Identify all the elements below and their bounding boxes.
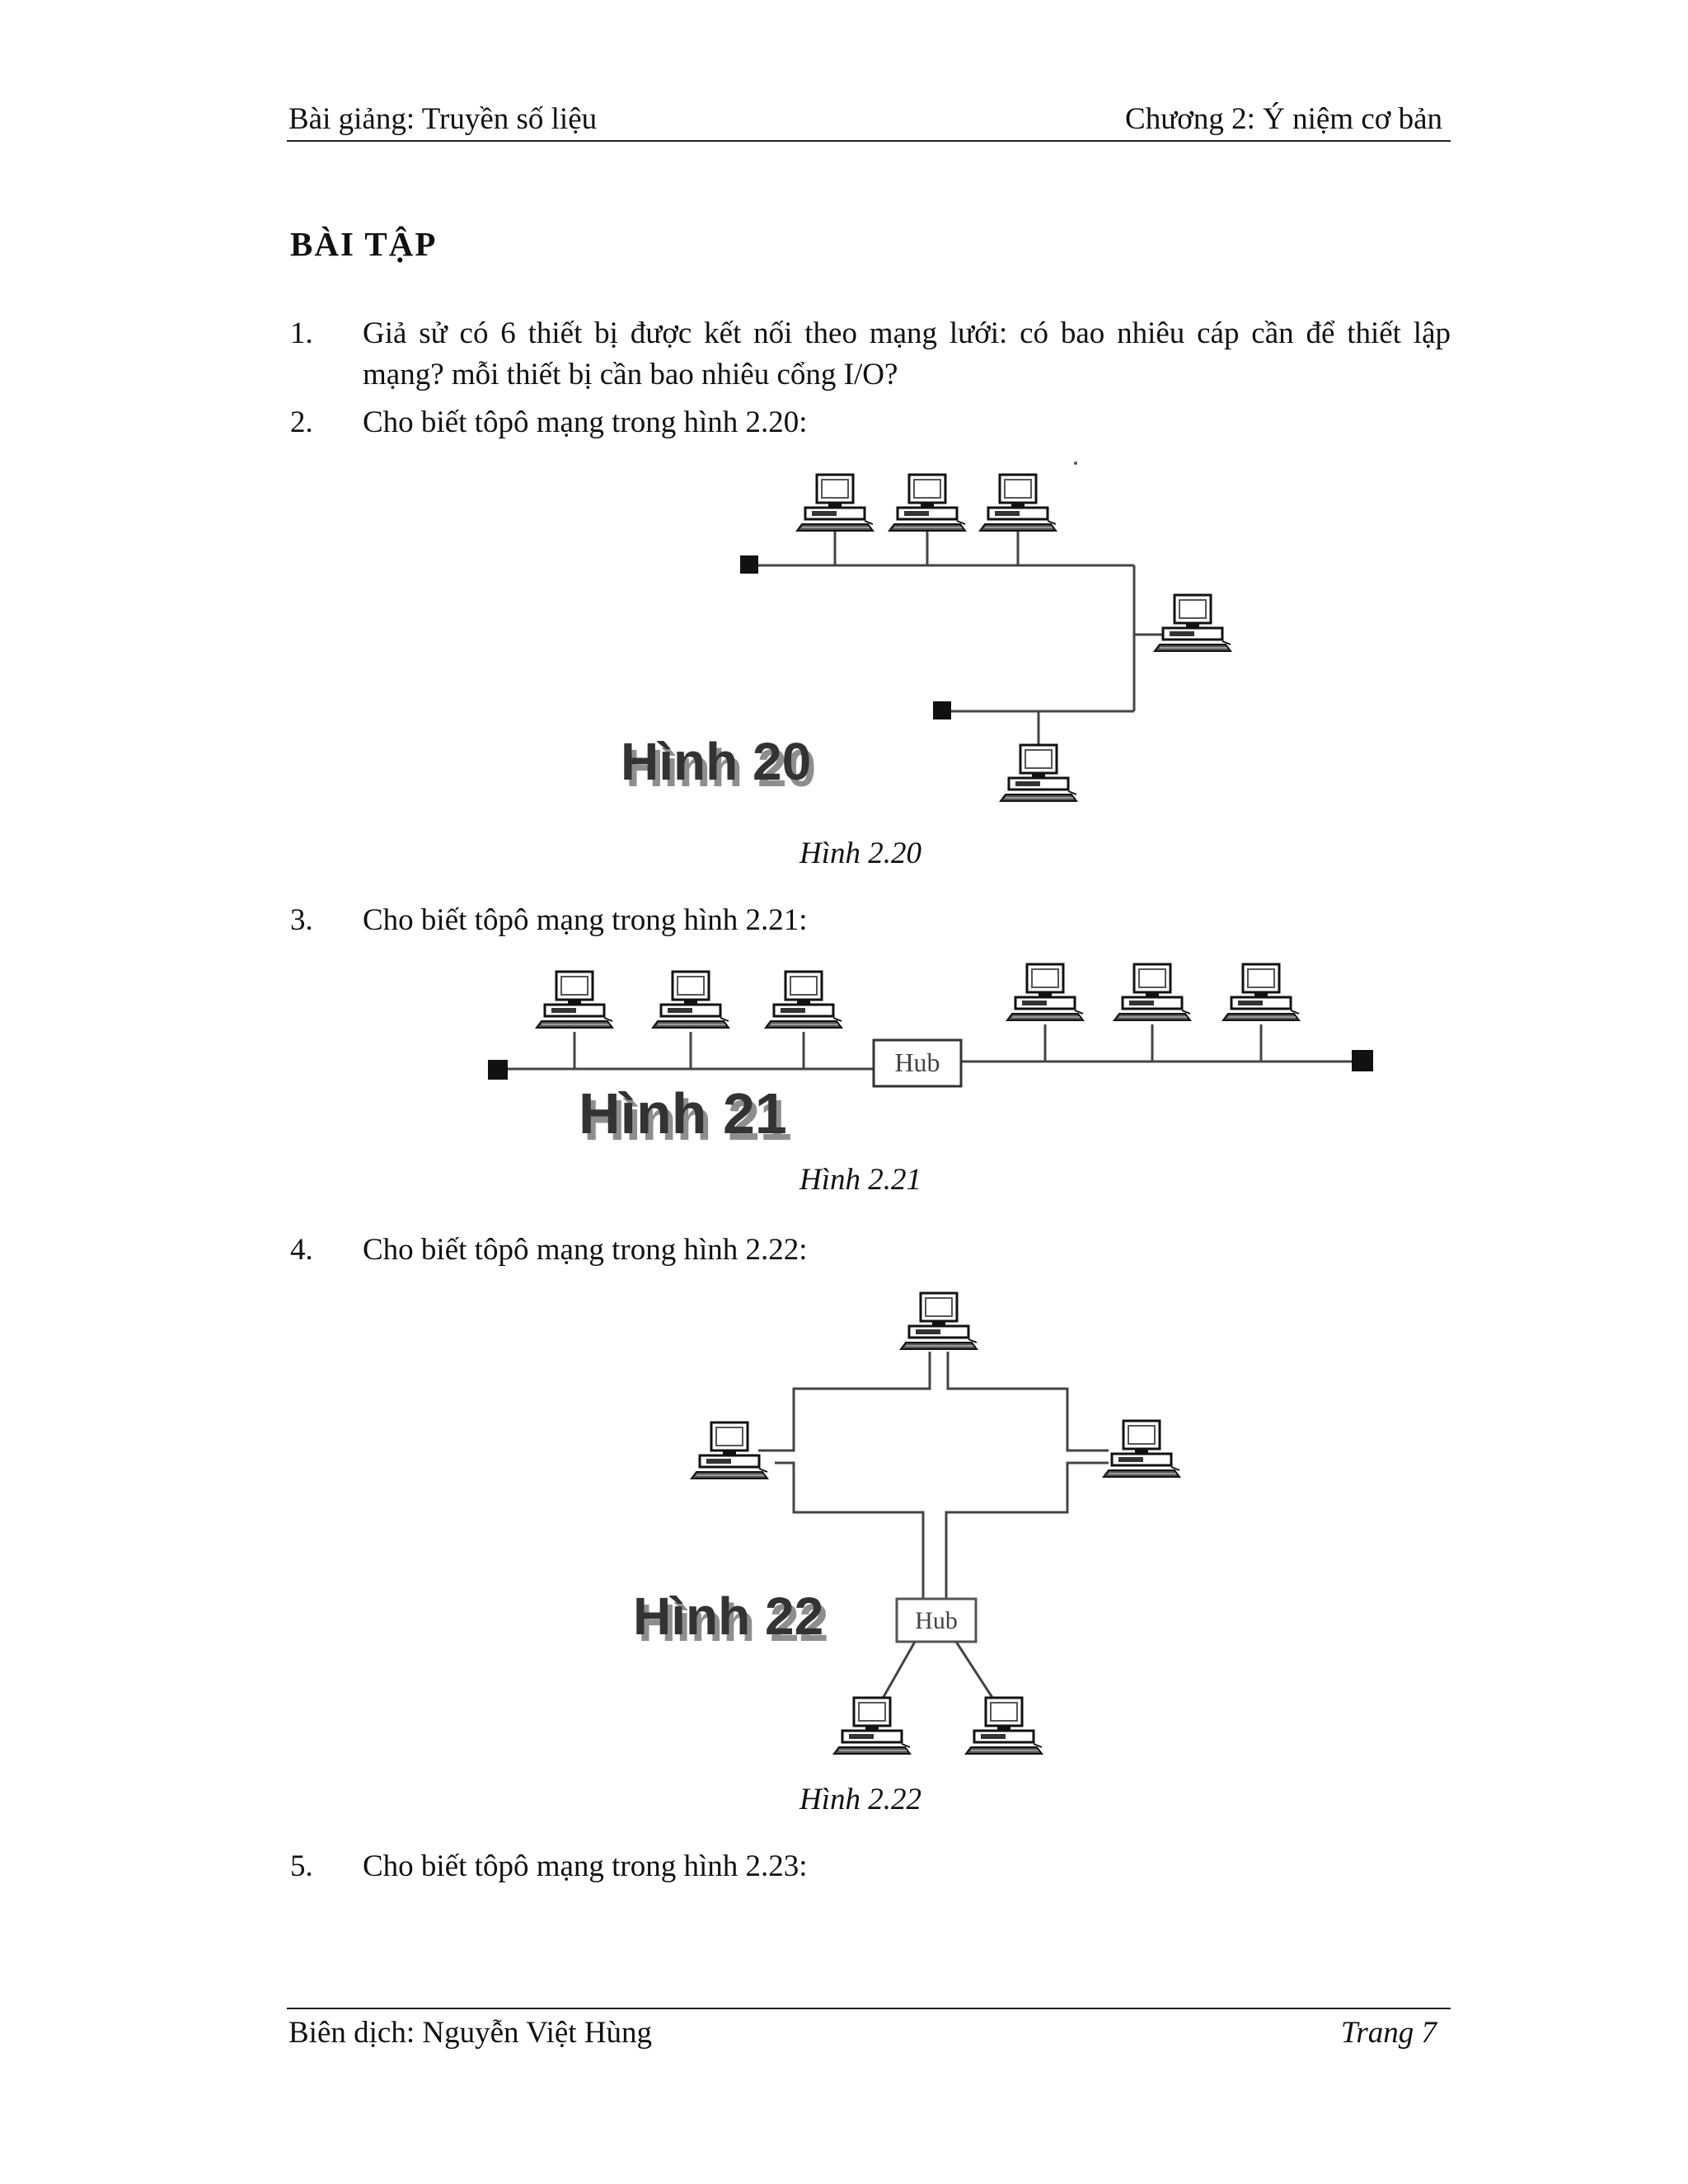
footer-page-number: Trang 7 xyxy=(1340,2016,1437,2050)
figure-2-21-caption: Hình 2.21 xyxy=(799,1163,921,1197)
question-1-number: 1. xyxy=(290,316,313,350)
hub-label: Hub xyxy=(894,1047,940,1077)
question-3-number: 3. xyxy=(290,903,313,937)
terminator-icon xyxy=(933,701,951,719)
question-5-text: Cho biết tôpô mạng trong hình 2.23: xyxy=(363,1849,808,1883)
figure-2-22-caption: Hình 2.22 xyxy=(799,1783,921,1816)
figure-21-label-shadow: Hình 21 xyxy=(584,1088,792,1152)
question-4-text: Cho biết tôpô mạng trong hình 2.22: xyxy=(363,1233,808,1267)
question-2-number: 2. xyxy=(290,405,313,439)
question-5-number: 5. xyxy=(290,1849,313,1883)
computer-icon xyxy=(690,1421,769,1480)
computer-icon xyxy=(1102,1419,1181,1479)
question-3-text: Cho biết tôpô mạng trong hình 2.21: xyxy=(363,903,808,937)
computer-icon xyxy=(832,1696,912,1755)
computer-icon xyxy=(964,1696,1043,1755)
footer-translator: Biên dịch: Nguyễn Việt Hùng xyxy=(288,2016,653,2050)
figure-21-label: Hình 21 xyxy=(579,1081,787,1146)
terminator-icon xyxy=(740,555,758,574)
question-1-text: Giả sử có 6 thiết bị được kết nối theo m… xyxy=(363,316,1451,391)
figure-20-label-shadow: Hình 20 xyxy=(626,738,816,798)
figure-22-label-shadow: Hình 22 xyxy=(638,1593,828,1652)
hub-bus-topology-figure: Hub Hình 21 Hình 21 xyxy=(488,963,1373,1152)
header-rule xyxy=(287,140,1451,142)
question-2-text: Cho biết tôpô mạng trong hình 2.20: xyxy=(363,405,808,439)
header-chapter-title: Chương 2: Ý niệm cơ bản xyxy=(1125,102,1442,136)
bus-topology-figure: Hình 20 Hình 20 xyxy=(621,462,1232,803)
hub-label: Hub xyxy=(915,1607,958,1634)
figure-20-label: Hình 20 xyxy=(621,732,811,791)
figure-22-label: Hình 22 xyxy=(633,1586,823,1646)
header-course-title: Bài giảng: Truyền số liệu xyxy=(288,102,598,136)
hub-box xyxy=(895,1597,978,1643)
section-title: BÀI TẬP xyxy=(290,225,438,263)
hybrid-topology-figure: Hub Hình 22 Hình 22 xyxy=(633,1291,1181,1755)
terminator-icon xyxy=(488,1060,508,1080)
figure-2-20-caption: Hình 2.20 xyxy=(799,837,921,870)
terminator-icon xyxy=(1352,1050,1373,1071)
question-4-number: 4. xyxy=(290,1233,313,1267)
footer-rule xyxy=(287,2008,1451,2009)
hub-box xyxy=(872,1038,963,1088)
computer-icon xyxy=(899,1291,978,1351)
